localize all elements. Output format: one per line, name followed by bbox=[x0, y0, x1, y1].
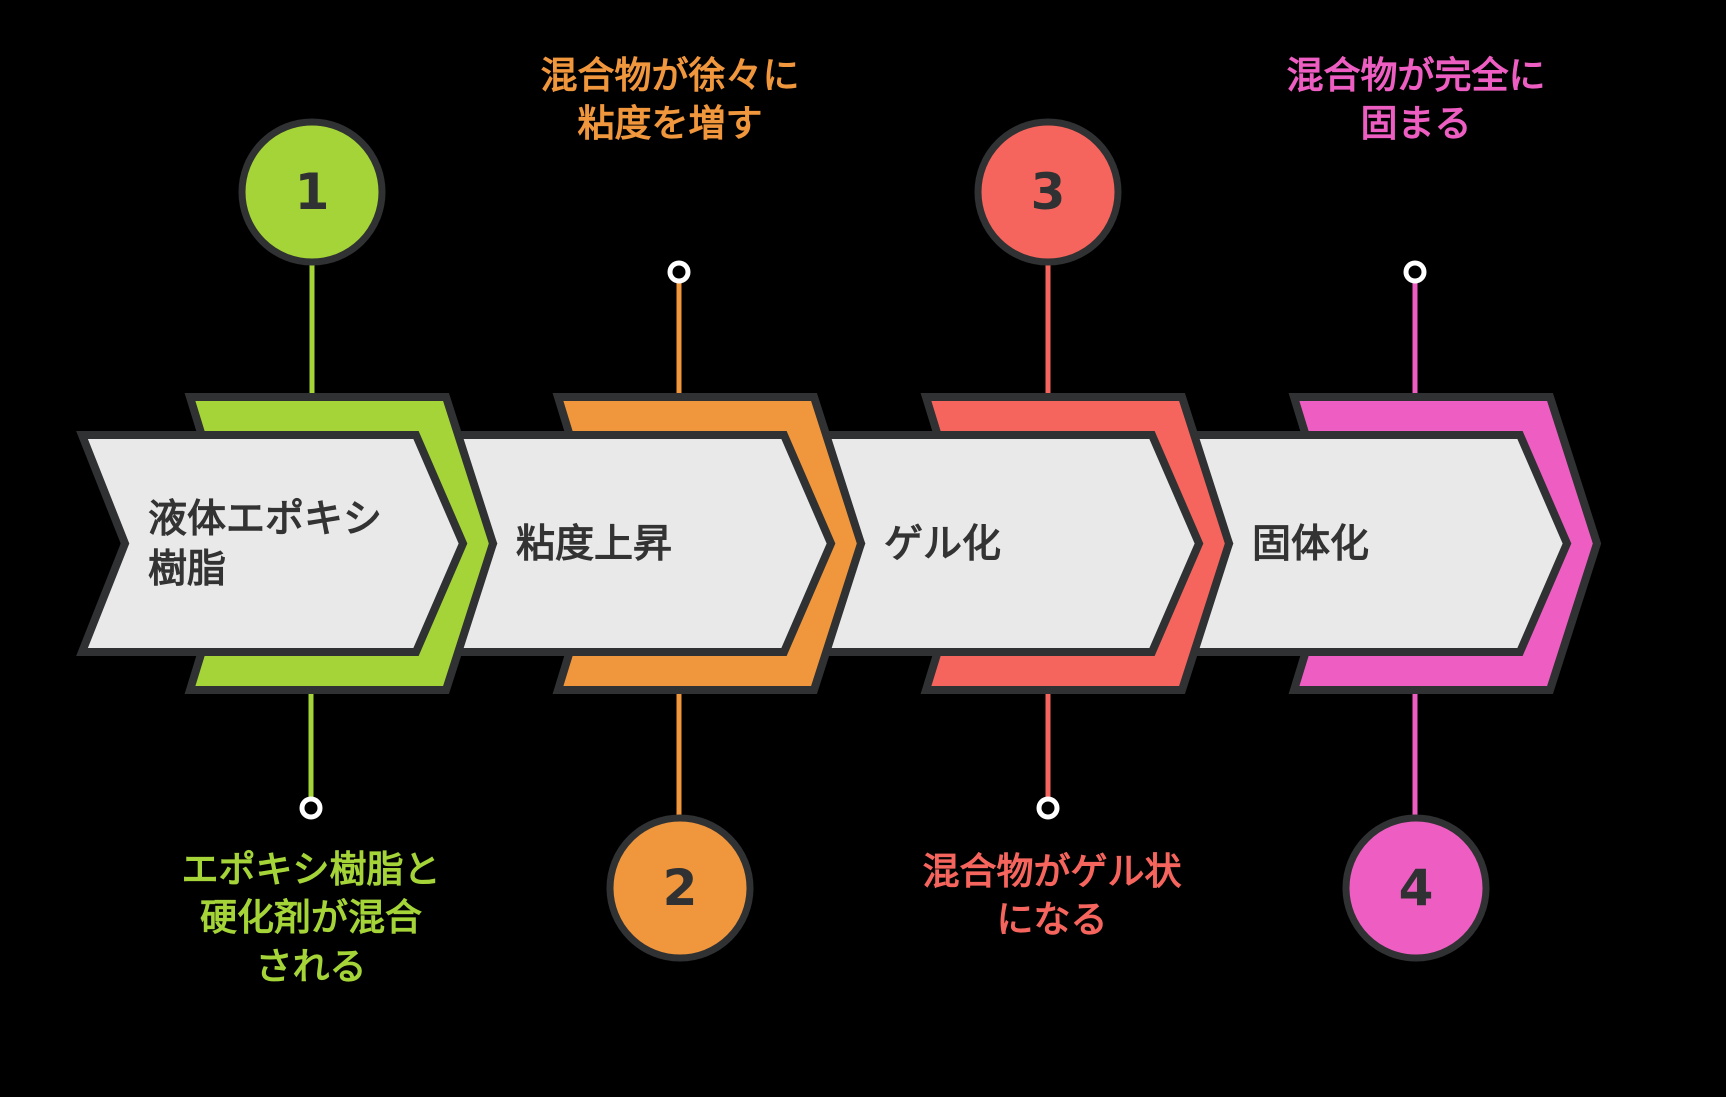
step-3-endpoint-dot bbox=[1036, 796, 1060, 820]
step-4-description: 混合物が完全に 固まる bbox=[1286, 54, 1546, 146]
step-2-endpoint-dot bbox=[667, 260, 691, 284]
step-2-label: 粘度上昇 bbox=[516, 521, 673, 567]
step-1-number-circle bbox=[238, 118, 386, 266]
step-1-endpoint-dot bbox=[299, 796, 323, 820]
step-4-number-circle bbox=[1342, 814, 1490, 962]
step-4-endpoint-dot bbox=[1403, 260, 1427, 284]
step-3-number-circle bbox=[974, 118, 1122, 266]
step-4-label: 固体化 bbox=[1252, 521, 1370, 567]
step-1-number: 1 bbox=[294, 163, 330, 221]
step-3-label: ゲル化 bbox=[884, 521, 1002, 567]
step-3-number: 3 bbox=[1030, 163, 1066, 221]
step-1-label: 液体エポキシ樹脂 bbox=[148, 497, 383, 592]
step-4-number: 4 bbox=[1398, 859, 1434, 917]
step-3-description: 混合物がゲル状 になる bbox=[922, 850, 1182, 942]
step-1-body-chevron bbox=[76, 431, 468, 656]
step-1-description: エポキシ樹脂と 硬化剤が混合 される bbox=[181, 848, 441, 988]
step-2-number-circle bbox=[606, 814, 754, 962]
step-2-description: 混合物が徐々に 粘度を増す bbox=[540, 54, 800, 146]
step-2-number: 2 bbox=[662, 859, 698, 917]
